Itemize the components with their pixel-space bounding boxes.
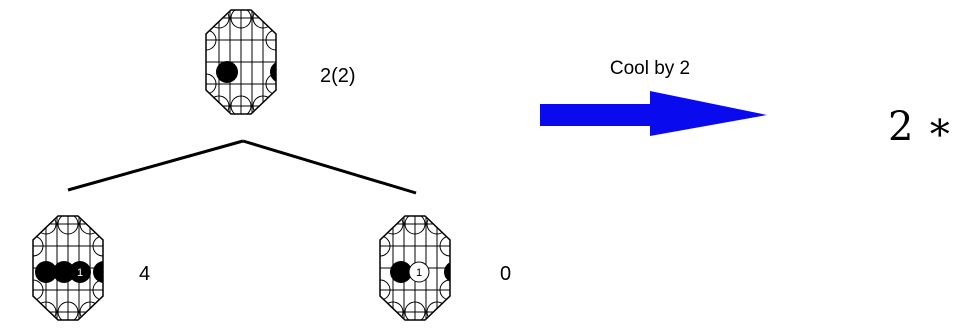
white-stone-edge [277,66,289,78]
left-stone-number: 1 [77,267,83,279]
cool-arrow [540,91,767,136]
black-stone [390,261,412,283]
result-value: 2 ∗ [888,104,953,150]
left-position-board: 1 [32,215,104,321]
black-stone-edge [444,261,450,283]
tree-edge-left [67,139,244,192]
white-stone-edge [101,265,103,279]
black-stone [216,61,238,83]
tree-edge-right [242,139,417,195]
right-position-board: 1 [379,215,463,321]
arrow-label: Cool by 2 [610,58,690,79]
black-stone-edge [93,261,103,283]
root-value: 2(2) [320,65,356,87]
white-stone-edge [451,266,463,278]
right-stone-number: 1 [416,267,422,279]
black-stone-numbered [69,261,91,283]
black-stone [35,261,57,283]
black-stone-edge [270,61,276,83]
root-position-board [205,9,289,115]
white-stone-numbered [408,261,430,283]
black-stone [53,261,75,283]
right-value: 0 [500,263,511,285]
left-value: 4 [139,263,150,285]
